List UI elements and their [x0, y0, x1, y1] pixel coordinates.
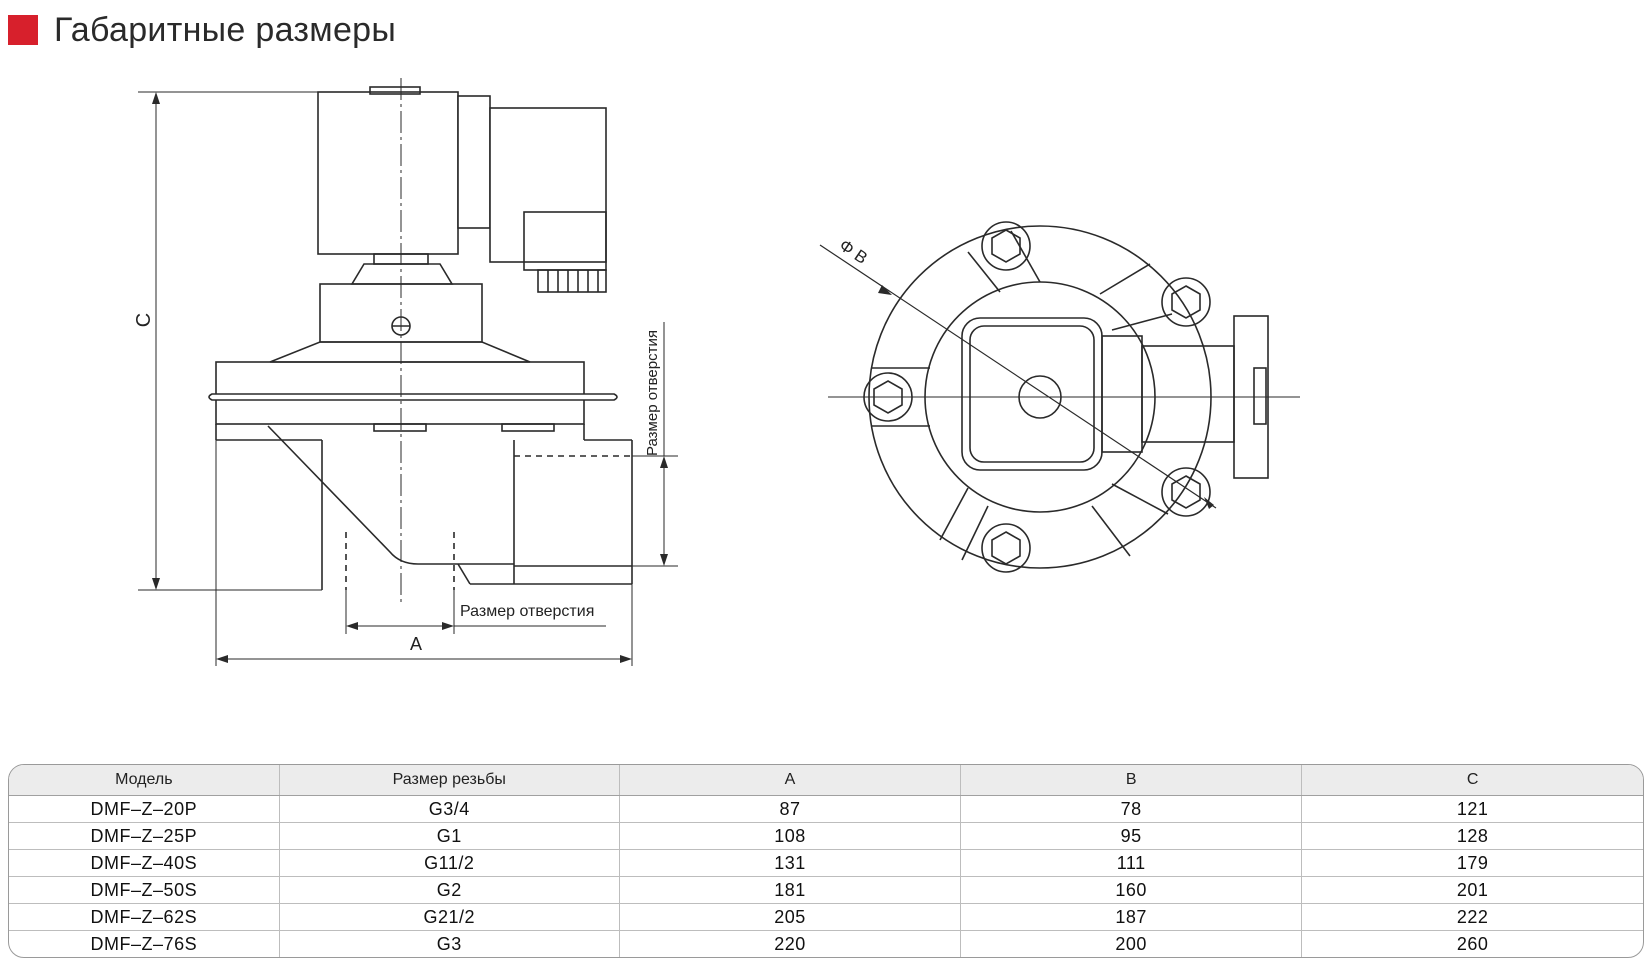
- table-cell: 200: [960, 930, 1303, 957]
- table-row: DMF–Z–25P G1 108 95 128: [9, 822, 1643, 850]
- table-cell: DMF–Z–62S: [9, 903, 280, 931]
- table-cell: DMF–Z–50S: [9, 876, 280, 904]
- table-cell: 205: [619, 903, 962, 931]
- column-header: A: [619, 765, 962, 796]
- valve-dimension-drawing: C A Размер отверстия Размер отверстия Φ …: [133, 78, 1300, 666]
- table-cell: 131: [619, 849, 962, 877]
- column-header: C: [1301, 765, 1643, 796]
- table-cell: 111: [960, 849, 1303, 877]
- table-cell: G3/4: [279, 795, 620, 823]
- column-header: Размер резьбы: [279, 765, 620, 796]
- dimension-a-label: A: [410, 634, 422, 654]
- table-cell: DMF–Z–40S: [9, 849, 280, 877]
- table-cell: 187: [960, 903, 1303, 931]
- table-cell: G2: [279, 876, 620, 904]
- table-row: DMF–Z–20P G3/4 87 78 121: [9, 795, 1643, 823]
- table-cell: 220: [619, 930, 962, 957]
- table-cell: 222: [1301, 903, 1643, 931]
- column-header: Модель: [9, 765, 280, 796]
- table-cell: G1: [279, 822, 620, 850]
- table-cell: 108: [619, 822, 962, 850]
- table-cell: 201: [1301, 876, 1643, 904]
- dimension-c-label: C: [133, 313, 155, 327]
- dimensions-table: Модель Размер резьбы A B C DMF–Z–20P G3/…: [8, 764, 1644, 958]
- table-cell: DMF–Z–25P: [9, 822, 280, 850]
- table-header-row: Модель Размер резьбы A B C: [9, 765, 1643, 796]
- table-cell: 121: [1301, 795, 1643, 823]
- table-cell: 95: [960, 822, 1303, 850]
- table-cell: 78: [960, 795, 1303, 823]
- table-row: DMF–Z–62S G21/2 205 187 222: [9, 903, 1643, 931]
- red-square-icon: [8, 15, 38, 45]
- table-cell: G3: [279, 930, 620, 957]
- top-view: [819, 221, 1300, 573]
- bottom-hole-label: Размер отверстия: [460, 603, 594, 620]
- table-cell: DMF–Z–76S: [9, 930, 280, 957]
- table-row: DMF–Z–50S G2 181 160 201: [9, 876, 1643, 904]
- table-row: DMF–Z–76S G3 220 200 260: [9, 930, 1643, 957]
- column-header: B: [960, 765, 1303, 796]
- table-row: DMF–Z–40S G11/2 131 111 179: [9, 849, 1643, 877]
- section-header: Габаритные размеры: [8, 8, 396, 52]
- side-view: [138, 78, 678, 666]
- table-cell: G11/2: [279, 849, 620, 877]
- side-hole-label: Размер отверстия: [644, 330, 661, 456]
- table-cell: 160: [960, 876, 1303, 904]
- table-cell: 128: [1301, 822, 1643, 850]
- section-title: Габаритные размеры: [54, 10, 397, 49]
- table-cell: 181: [619, 876, 962, 904]
- table-cell: 260: [1301, 930, 1643, 957]
- table-cell: G21/2: [279, 903, 620, 931]
- table-cell: 179: [1301, 849, 1643, 877]
- diameter-b-label: Φ B: [836, 236, 871, 268]
- table-cell: 87: [619, 795, 962, 823]
- table-cell: DMF–Z–20P: [9, 795, 280, 823]
